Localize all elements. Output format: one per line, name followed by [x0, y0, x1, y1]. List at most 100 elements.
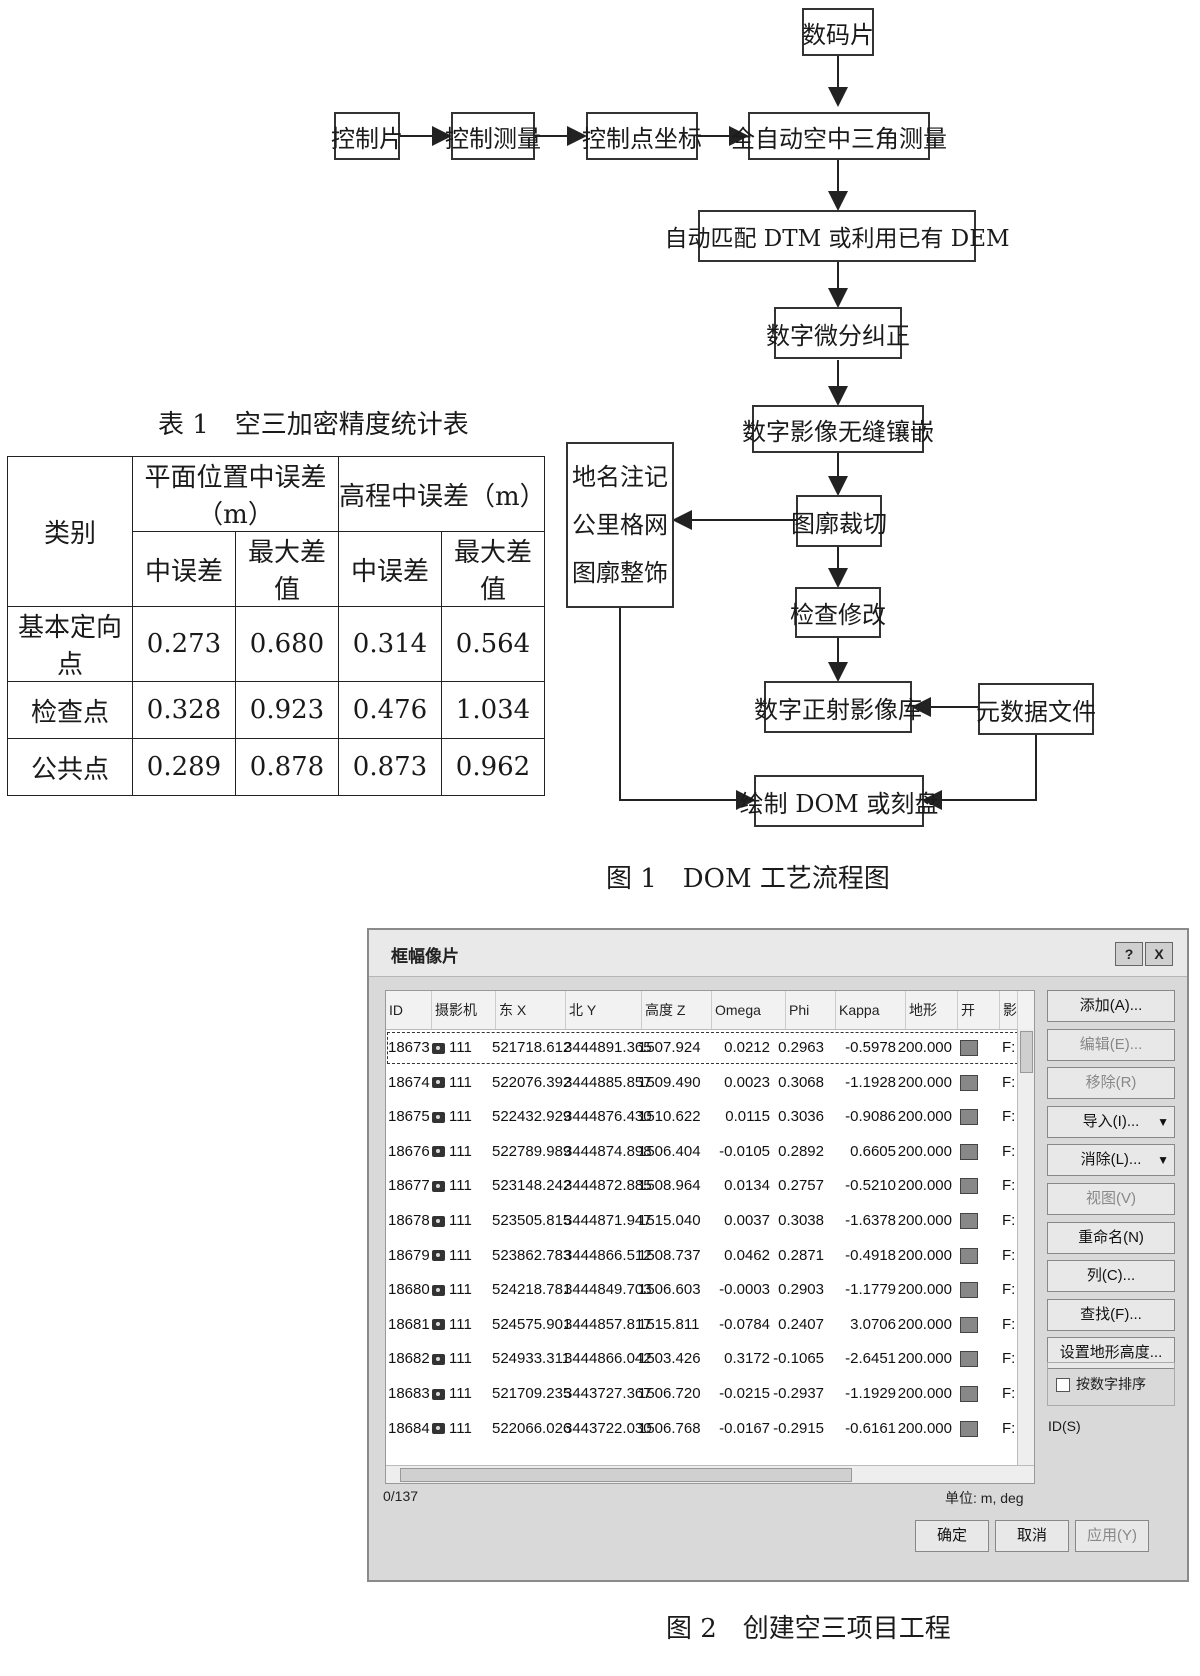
cell: 0.923: [235, 681, 339, 739]
computer-icon: [960, 1204, 982, 1238]
cell-z: 1506.404: [638, 1142, 701, 1160]
node-annotation: 地名注记 公里格网 图廓整饰: [566, 442, 674, 608]
subheader-rms: 中误差: [338, 531, 442, 607]
col-header-terrain[interactable]: 地形: [906, 991, 958, 1029]
side-button[interactable]: 消除(L)... ▼: [1047, 1144, 1175, 1177]
cell-terrain: 200.000: [897, 1212, 952, 1229]
help-button[interactable]: ?: [1115, 942, 1143, 966]
side-button[interactable]: 设置地形高度...: [1047, 1337, 1175, 1370]
side-button[interactable]: 查找(F)...: [1047, 1298, 1175, 1331]
cell-phi: 0.2903: [778, 1281, 824, 1299]
cell-f: F:: [1002, 1246, 1016, 1264]
cell-z: 1506.720: [638, 1385, 701, 1402]
cell-cam: 111: [432, 1308, 496, 1342]
cancel-button[interactable]: 取消: [995, 1520, 1069, 1552]
cell-phi: 0.2407: [778, 1315, 824, 1333]
node-control-photo: 控制片: [331, 112, 403, 160]
flowchart-connectors: [399, 55, 1037, 810]
col-header-open[interactable]: 开: [958, 991, 1000, 1029]
col-header-height-z[interactable]: 高度 Z: [642, 991, 712, 1029]
col-header-camera[interactable]: 摄影机: [432, 991, 496, 1029]
cell-f: F:: [1002, 1419, 1016, 1437]
vertical-scrollbar[interactable]: [1017, 1029, 1034, 1466]
camera-icon: [432, 1284, 445, 1296]
node-check-edit: 检查修改: [790, 587, 886, 638]
horizontal-scroll-thumb[interactable]: [400, 1468, 852, 1482]
dialog-title: 框幅像片: [391, 947, 459, 966]
cell-f: F:: [1002, 1385, 1016, 1402]
col-header-image[interactable]: 影: [1000, 991, 1018, 1029]
horizontal-scrollbar[interactable]: [386, 1465, 1034, 1483]
side-button-label: 列(C)...: [1086, 1267, 1136, 1285]
node-dom-library: 数字正射影像库: [754, 681, 922, 733]
side-button[interactable]: 列(C)...: [1047, 1260, 1175, 1293]
computer-icon: [960, 1342, 982, 1376]
cell-f: F:: [1002, 1039, 1016, 1056]
col-header-kappa[interactable]: Kappa: [836, 991, 906, 1029]
camera-icon: [432, 1146, 445, 1158]
cell-terrain: 200.000: [897, 1281, 952, 1299]
side-button-label: 消除(L)...: [1080, 1151, 1142, 1169]
vertical-scroll-thumb[interactable]: [1020, 1031, 1033, 1073]
cell-x: 524218.781: [492, 1281, 572, 1299]
col-header-id[interactable]: ID: [386, 991, 432, 1029]
cell-cam: 111: [432, 1239, 496, 1273]
row-name: 公共点: [7, 738, 133, 796]
apply-button[interactable]: 应用(Y): [1075, 1520, 1149, 1552]
side-button[interactable]: 添加(A)...: [1047, 990, 1175, 1022]
cell-kappa: -1.1928: [845, 1073, 896, 1091]
cell-phi: 0.2963: [778, 1039, 824, 1056]
dropdown-arrow-icon[interactable]: ▼: [1157, 1153, 1169, 1168]
cell-x: 524575.901: [492, 1315, 572, 1333]
ok-button[interactable]: 确定: [915, 1520, 989, 1552]
cell-x: 522076.392: [492, 1073, 572, 1091]
close-button[interactable]: X: [1145, 942, 1173, 966]
cell-phi: 0.2892: [778, 1142, 824, 1160]
col-header-east-x[interactable]: 东 X: [496, 991, 566, 1029]
cell-id: 18682: [388, 1350, 430, 1368]
computer-icon: [960, 1135, 982, 1169]
node-metadata: 元数据文件: [976, 683, 1096, 735]
side-button[interactable]: 移除(R): [1047, 1067, 1175, 1100]
col-header-omega[interactable]: Omega: [712, 991, 786, 1029]
photo-grid[interactable]: ID 摄影机 东 X 北 Y 高度 Z Omega Phi Kappa 地形 开…: [385, 990, 1035, 1484]
side-button[interactable]: 导入(I)...▼: [1047, 1105, 1175, 1138]
cell-f: F:: [1002, 1281, 1016, 1299]
cell-z: 1515.040: [638, 1212, 701, 1229]
row-name: 检查点: [7, 681, 133, 739]
cell-x: 523862.783: [492, 1246, 572, 1264]
sort-numeric-checkbox[interactable]: 按数字排序ID(S): [1047, 1362, 1175, 1434]
cell-y: 3444874.898: [564, 1142, 652, 1160]
side-button[interactable]: 重命名(N): [1047, 1221, 1175, 1254]
table-row: 检查点 0.328 0.923 0.476 1.034: [7, 681, 545, 739]
camera-id: 111: [449, 1350, 472, 1368]
side-button[interactable]: 编辑(E)...: [1047, 1028, 1175, 1061]
dropdown-arrow-icon[interactable]: ▼: [1157, 1114, 1169, 1129]
cell: 0.878: [235, 738, 339, 796]
col-header-north-y[interactable]: 北 Y: [566, 991, 642, 1029]
computer-icon: [960, 1377, 982, 1411]
cell-z: 1515.811: [638, 1315, 700, 1333]
frame-photos-dialog: 框幅像片 ? X ID 摄影机 东 X 北 Y 高度 Z Omega Phi K…: [367, 928, 1189, 1582]
camera-icon: [432, 1388, 445, 1400]
checkbox-box[interactable]: [1056, 1378, 1070, 1393]
side-button[interactable]: 视图(V): [1047, 1183, 1175, 1215]
camera-id: 111: [449, 1142, 472, 1160]
cell: 0.564: [441, 606, 545, 682]
checkbox-label: 按数字排序ID(S): [1048, 1376, 1146, 1434]
header-plane: 平面位置中误差（m）: [132, 456, 339, 532]
col-header-phi[interactable]: Phi: [786, 991, 836, 1029]
camera-id: 111: [449, 1246, 472, 1264]
